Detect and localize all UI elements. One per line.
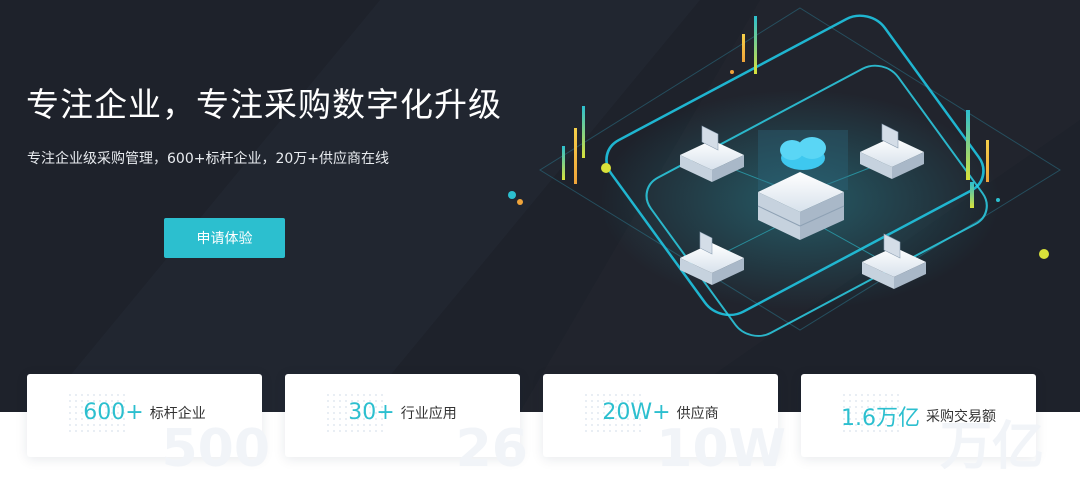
stat-label: 供应商: [676, 405, 719, 422]
stat-label: 采购交易额: [926, 409, 996, 425]
stat-card-suppliers: 10W 20W+ 供应商: [543, 374, 786, 479]
stat-card-volume: 万亿 1.6万亿采购交易额: [801, 374, 1044, 477]
platform-illustration: [508, 7, 1061, 337]
laptop-icon: [680, 125, 744, 182]
stat-value: 1.6万亿: [841, 406, 920, 431]
stat-ghost-number: 500: [161, 419, 270, 479]
hero-banner: 专注企业，专注采购数字化升级 专注企业级采购管理，600+标杆企业，20万+供应…: [0, 0, 1080, 412]
laptop-icon: [860, 123, 924, 179]
stat-ghost-number: 10W: [656, 419, 786, 479]
stat-value: 30+: [348, 400, 395, 425]
stat-card-industries: 26 30+ 行业应用: [285, 374, 528, 479]
hero-subtitle: 专注企业级采购管理，600+标杆企业，20万+供应商在线: [27, 151, 389, 167]
stat-label: 标杆企业: [149, 405, 206, 422]
cloud-server-icon: [757, 130, 848, 240]
stat-card-enterprises: 500 600+ 标杆企业: [27, 374, 270, 479]
laptop-icon: [680, 231, 744, 285]
stats-bar: 500 600+ 标杆企业 26 30+ 行业应用 10W 20W+ 供应商 万亿 1…: [0, 374, 1080, 479]
stat-ghost-number: 万亿: [939, 417, 1044, 477]
stat-value: 600+: [83, 400, 144, 425]
stat-ghost-number: 26: [455, 419, 528, 479]
stat-label: 行业应用: [400, 405, 457, 422]
page-title: 专注企业，专注采购数字化升级: [26, 85, 502, 124]
apply-trial-button[interactable]: 申请体验: [164, 218, 285, 258]
stat-value: 20W+: [602, 400, 671, 425]
laptop-icon: [862, 233, 926, 289]
